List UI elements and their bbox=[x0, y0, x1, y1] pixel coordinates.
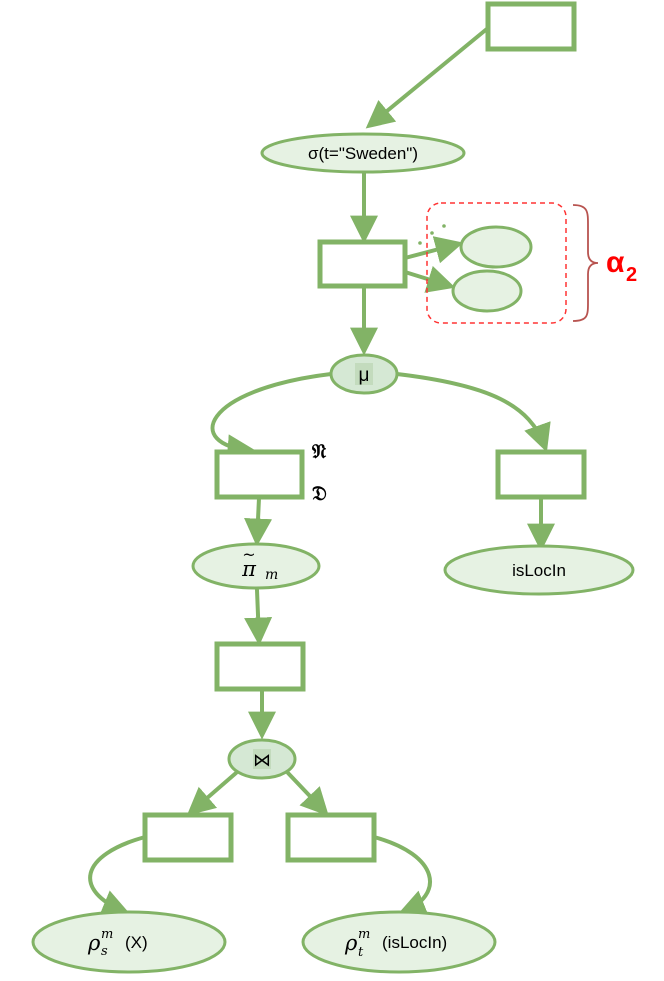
mu-label: μ bbox=[359, 365, 370, 386]
rho-s-arg: (X) bbox=[125, 933, 148, 952]
rho-t-base: ρ bbox=[344, 931, 358, 955]
edge-mu-to-box4 bbox=[395, 372, 551, 453]
node-rho-t[interactable] bbox=[301, 910, 497, 974]
edge-box2-to-ellipse-top bbox=[403, 236, 464, 264]
rho-s-base: ρ bbox=[87, 931, 101, 955]
edge-box6-to-rho-s bbox=[88, 835, 147, 917]
isLocIn-label: isLocIn bbox=[512, 561, 566, 580]
box-join-left[interactable] bbox=[142, 812, 234, 863]
edge-join-to-box6 bbox=[186, 771, 238, 816]
join-symbol-highlight bbox=[253, 749, 271, 769]
rho-t-arg: (isLocIn) bbox=[382, 933, 447, 952]
node-group-top[interactable] bbox=[459, 225, 533, 269]
group-alpha2-border bbox=[426, 202, 567, 324]
node-isLocIn[interactable] bbox=[443, 544, 635, 596]
pi-label: π bbox=[241, 557, 257, 581]
mu-symbol-highlight bbox=[355, 363, 373, 385]
node-select[interactable] bbox=[260, 132, 466, 174]
pi-tilde: ~ bbox=[242, 545, 255, 564]
group-alpha2-brace bbox=[572, 204, 599, 322]
select-label: σ(t="Sweden") bbox=[308, 144, 418, 163]
node-rho-s[interactable] bbox=[31, 910, 227, 974]
rho-t-sup: m bbox=[358, 927, 370, 942]
annotation-frak-r: 𝔑 bbox=[312, 439, 327, 463]
node-group-bottom[interactable] bbox=[451, 269, 523, 313]
operator-boxes bbox=[142, 1, 587, 863]
box-join-right[interactable] bbox=[285, 812, 377, 863]
operator-ellipses bbox=[31, 132, 635, 974]
edge-pi-to-box5 bbox=[244, 588, 273, 646]
dots-decoration bbox=[418, 224, 446, 245]
join-label: ⋈ bbox=[253, 750, 271, 770]
pi-subscript: m bbox=[265, 567, 278, 583]
annotation-frak-d: 𝔇 bbox=[312, 481, 327, 505]
edge-root-to-select bbox=[365, 26, 490, 129]
box-after-select[interactable] bbox=[317, 239, 408, 289]
edge-box3-to-pi bbox=[244, 496, 273, 547]
edge-join-to-box7 bbox=[286, 771, 329, 817]
edge-mu-to-box3 bbox=[210, 372, 333, 463]
edges bbox=[88, 26, 555, 917]
node-pi[interactable] bbox=[191, 542, 321, 590]
box-root[interactable] bbox=[485, 1, 577, 52]
rho-s-sub: s bbox=[101, 944, 108, 959]
group-alpha2-label: α bbox=[606, 246, 625, 279]
box-mu-left[interactable] bbox=[214, 449, 305, 500]
rho-s-sup: m bbox=[101, 927, 113, 942]
box-after-pi[interactable] bbox=[214, 641, 306, 692]
box-mu-right[interactable] bbox=[495, 449, 587, 500]
edge-box7-to-rho-t bbox=[372, 835, 432, 917]
group-alpha2-subscript: 2 bbox=[626, 264, 637, 286]
rho-t-sub: t bbox=[358, 945, 364, 960]
